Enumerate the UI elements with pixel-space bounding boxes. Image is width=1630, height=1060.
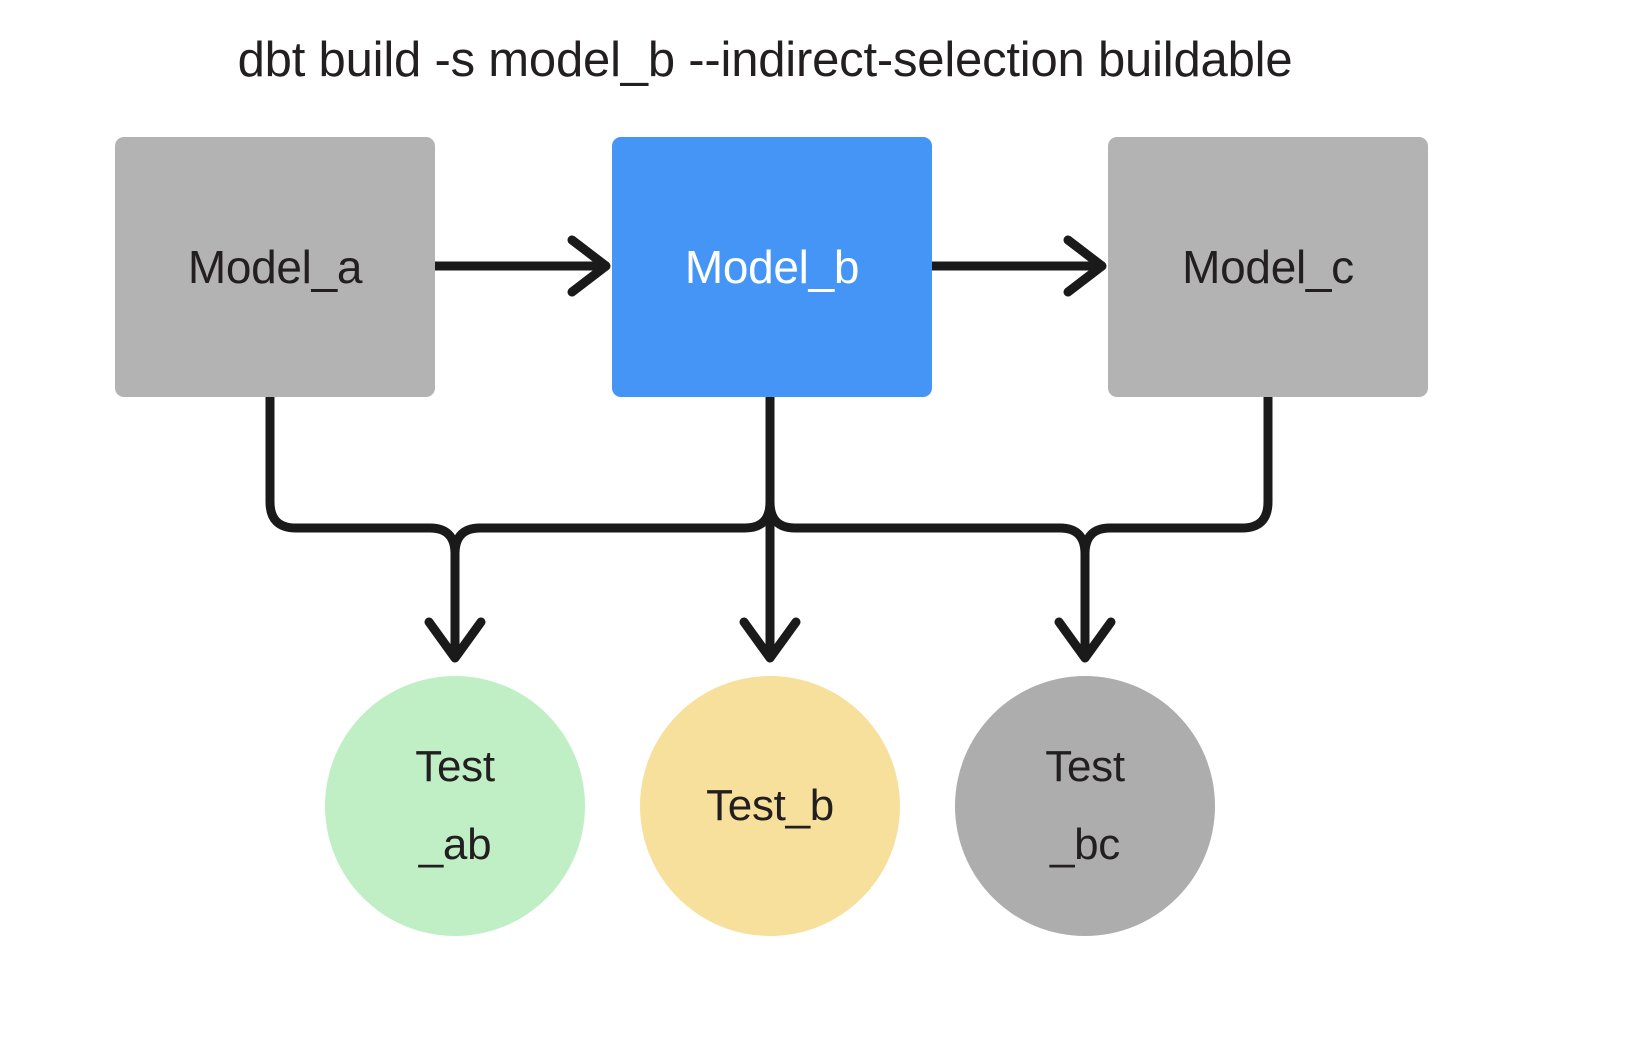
edge-model-a-to-model-b-arrowhead bbox=[567, 235, 611, 297]
test-node-label-line1: Test_b bbox=[706, 781, 834, 830]
edge-model-b-to-test-ab-branch bbox=[450, 523, 485, 559]
edge-model-a-to-test-ab-stem bbox=[265, 392, 435, 533]
model-node-model-c[interactable]: Model_c bbox=[1108, 137, 1428, 397]
edge-model-c-to-test-bc-stem bbox=[1105, 392, 1273, 533]
page-title: dbt build -s model_b --indirect-selectio… bbox=[237, 33, 1293, 87]
model-node-label: Model_b bbox=[684, 241, 860, 293]
test-node-label-line1: Test bbox=[415, 742, 495, 791]
edge-junction-to-test-ab bbox=[425, 523, 460, 655]
test-node-test-b[interactable]: Test_b bbox=[640, 676, 900, 936]
test-node-label-line1: Test bbox=[1045, 742, 1125, 791]
model-node-model-b[interactable]: Model_b bbox=[612, 137, 932, 397]
edge-test-ab-arrowhead bbox=[424, 617, 486, 663]
edge-model-b-to-model-c-arrowhead bbox=[1063, 235, 1107, 297]
edge-model-b-bus-right bbox=[765, 497, 1065, 533]
edge-model-c-bus-to-test-bc bbox=[1080, 523, 1115, 559]
test-node-label-line2: _ab bbox=[418, 820, 492, 869]
edge-test-bc-arrowhead bbox=[1054, 617, 1116, 663]
edge-model-b-bus-left bbox=[475, 497, 775, 533]
model-node-label: Model_c bbox=[1182, 241, 1354, 293]
edge-junction-to-test-bc bbox=[1055, 523, 1090, 655]
model-node-model-a[interactable]: Model_a bbox=[115, 137, 435, 397]
edge-test-b-arrowhead bbox=[739, 617, 801, 663]
test-node-test-ab[interactable]: Test _ab bbox=[325, 676, 585, 936]
test-node-test-bc[interactable]: Test _bc bbox=[955, 676, 1215, 936]
test-node-label-line2: _bc bbox=[1049, 820, 1121, 869]
model-node-label: Model_a bbox=[187, 241, 363, 293]
